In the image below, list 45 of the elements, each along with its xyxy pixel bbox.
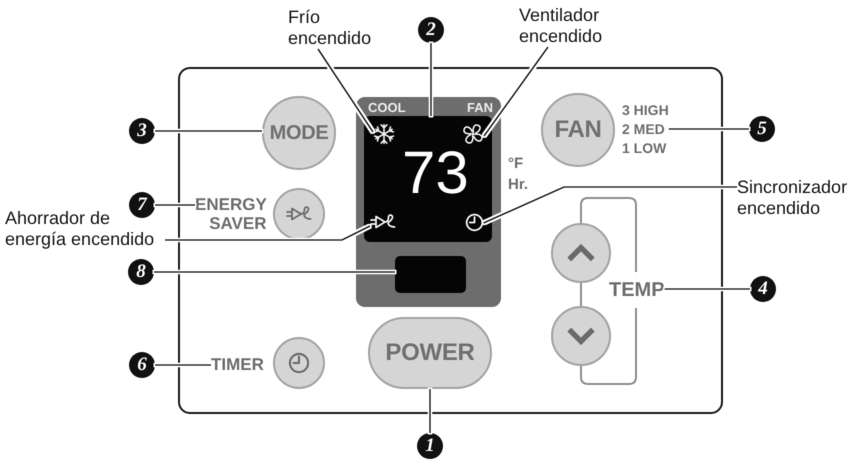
button-label: TEMP [609,279,665,301]
leader-line [155,204,195,206]
leader-line [155,130,262,132]
energy-saver-button [273,188,325,240]
secondary-display [395,256,466,293]
display-screen [364,116,492,242]
display-housing [356,97,501,307]
callout-label: Sincronizador encendido [737,177,848,219]
mode-button: MODE [262,96,336,170]
indicator-label: COOL [368,99,406,117]
callout-number: 8 [128,259,154,285]
callout-number: 3 [129,118,155,144]
callout-number: 4 [750,276,776,302]
button-label: TIMER [211,355,264,374]
fan-speed-label: 3 HIGH [622,101,669,120]
callout-number: 7 [129,192,155,218]
clock-icon [464,212,484,232]
power-button: POWER [368,317,492,389]
indicator-label: FAN [467,99,493,117]
callout-number: 6 [129,352,155,378]
plug-icon [370,213,396,231]
leader-line [668,128,749,130]
leader-line [430,43,432,116]
callout-number: 1 [417,433,443,459]
control-panel [178,67,723,414]
callout-number: 2 [418,17,444,43]
leader-line [154,271,395,273]
fan-icon [462,123,484,145]
leader-line [664,288,750,290]
unit-label: °F [508,155,524,172]
callout-label: Ventilador encendido [519,5,602,47]
unit-label: Hr. [508,176,528,193]
callout-label: Frío encendido [288,7,372,49]
leader-line [317,48,374,132]
leader-line [155,364,211,366]
button-label: ENERGY SAVER [195,195,266,233]
fan-speed-label: 2 MED [622,120,665,139]
leader-line [429,389,431,433]
temperature-readout: 73 [402,143,469,203]
fan-speed-label: 1 LOW [622,139,666,158]
snowflake-icon [373,123,395,145]
fan-button: FAN [541,93,615,167]
leader-line [483,46,549,136]
timer-button [273,337,325,389]
callout-number: 5 [749,116,775,142]
